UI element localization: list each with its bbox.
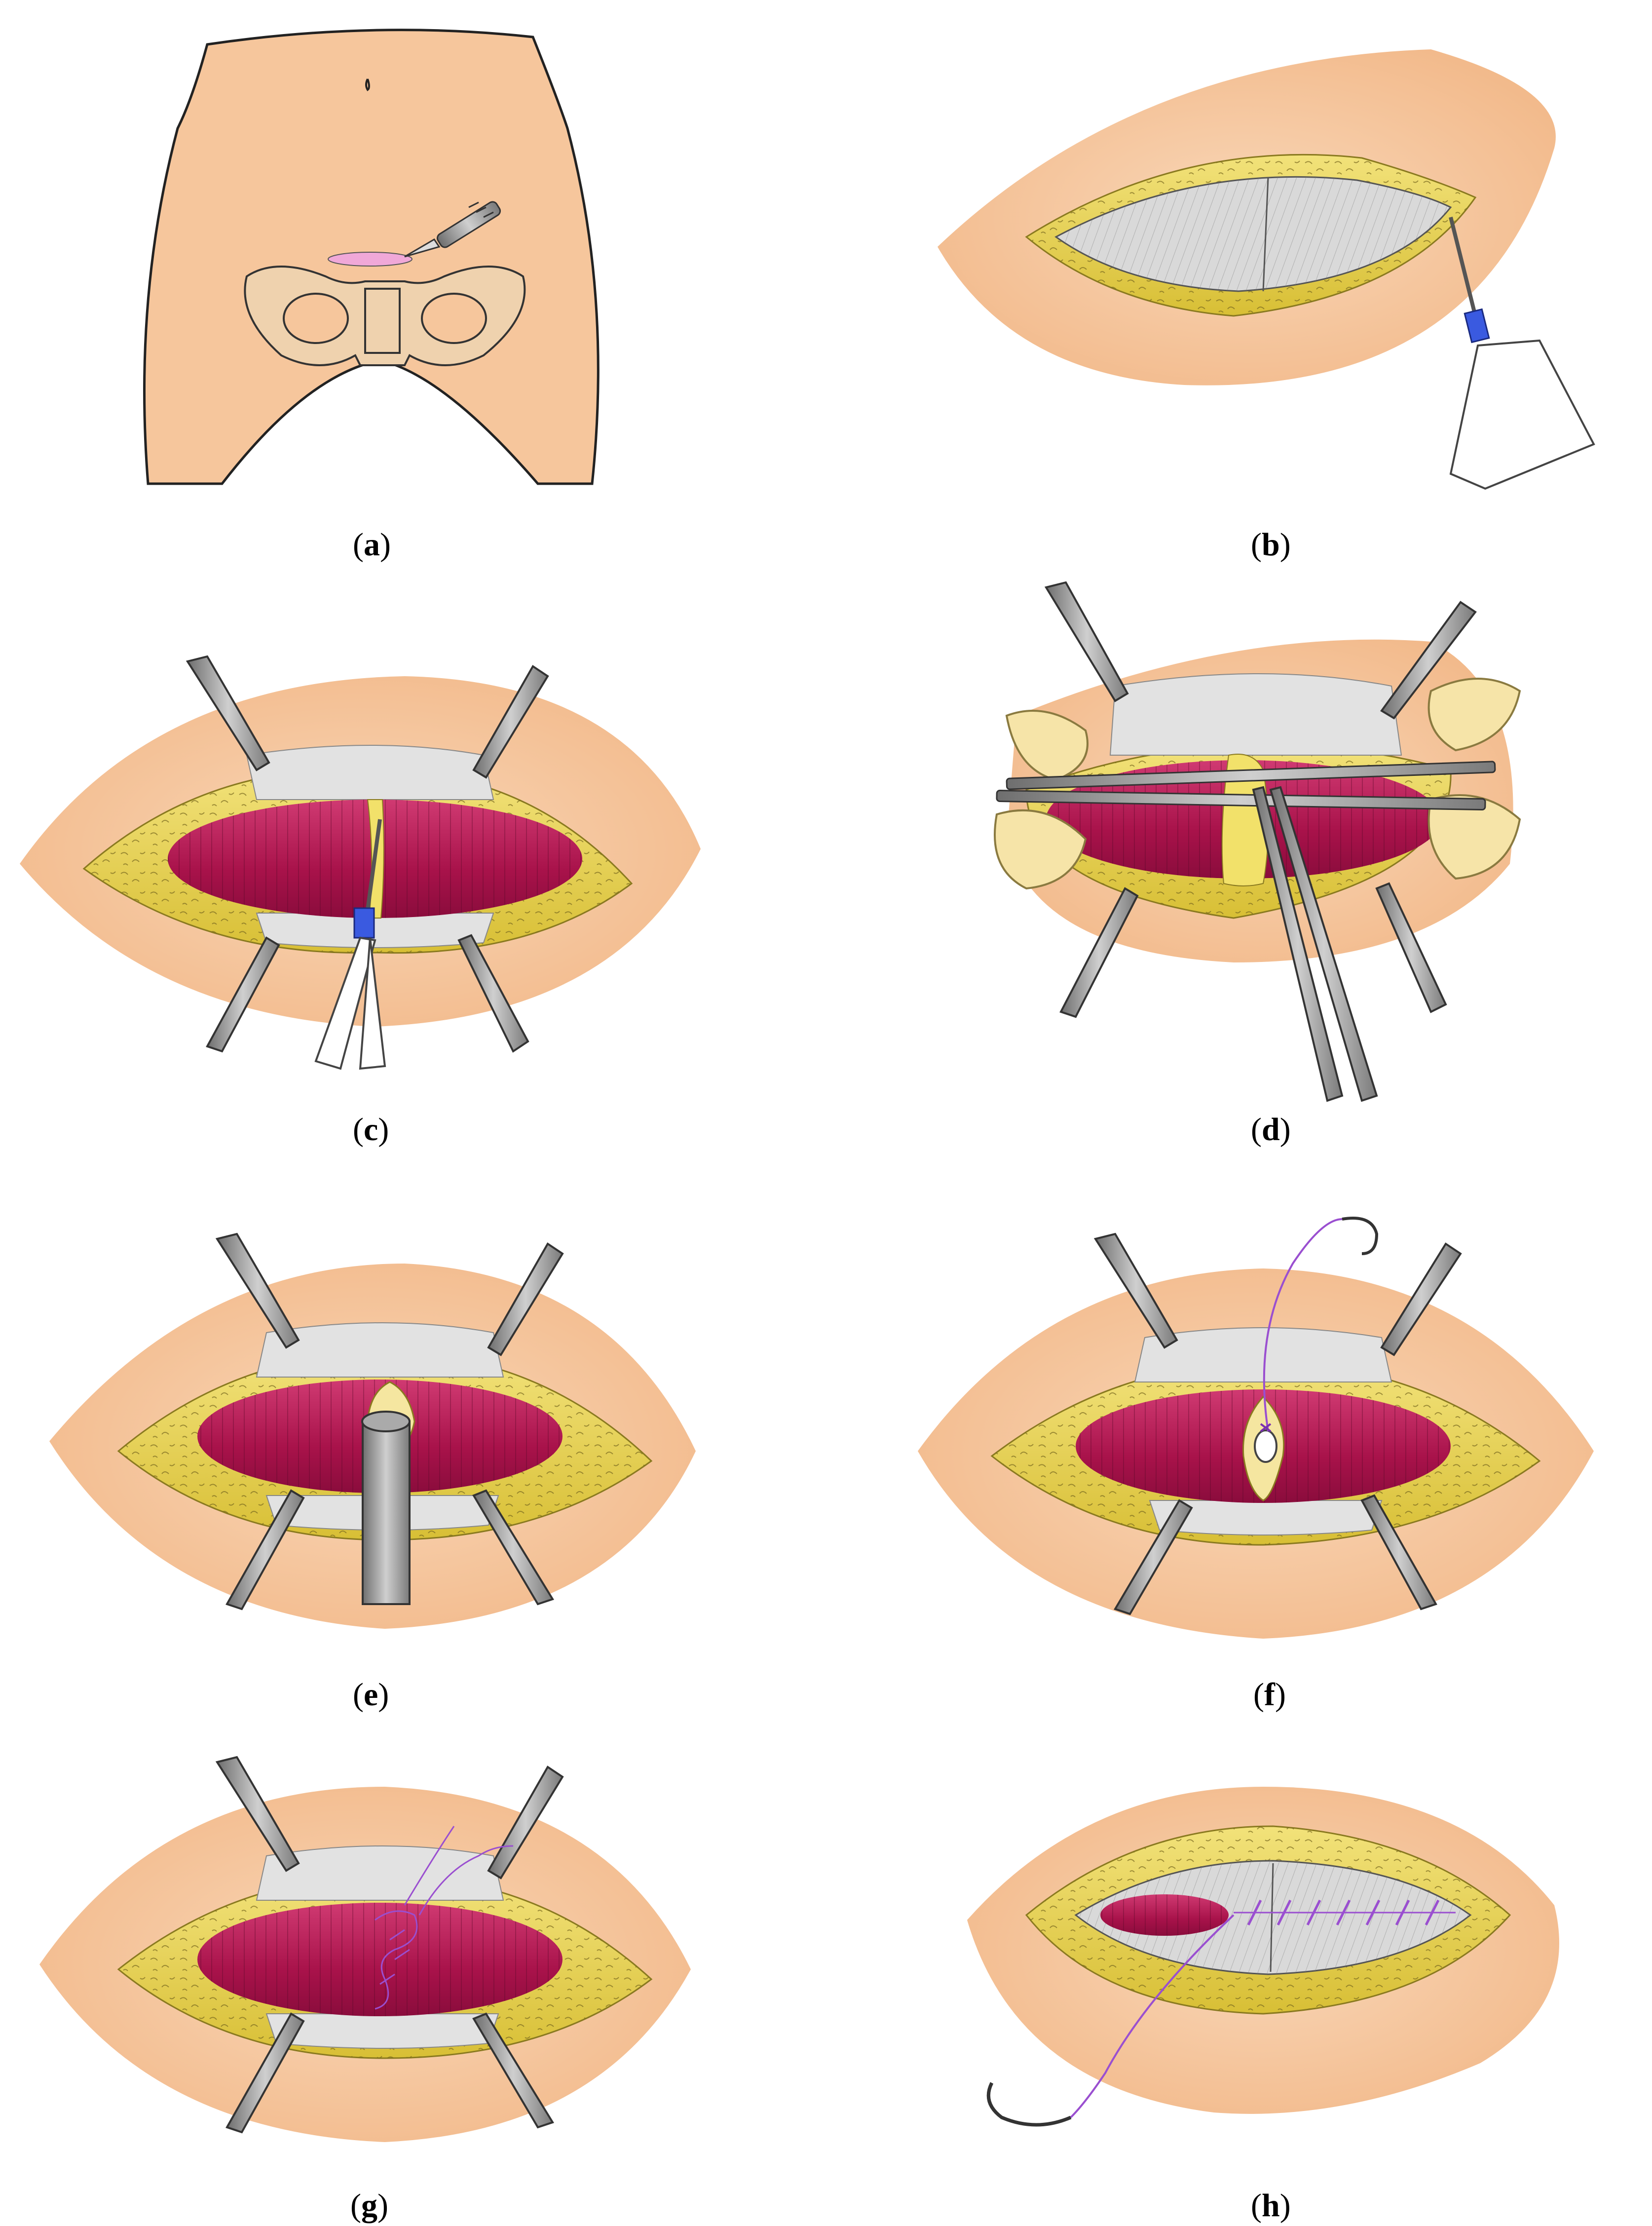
electrocautery-pen (1449, 217, 1595, 490)
panel-d (994, 581, 1521, 1102)
retracted-fascia (256, 1845, 504, 2049)
caption-letter-g: g (361, 2188, 377, 2224)
dissecting-forceps (1252, 786, 1378, 1102)
horizontal-clamps (996, 761, 1496, 811)
retracted-fascia (1134, 1327, 1392, 1535)
panel-b (938, 49, 1595, 490)
incision-mark (328, 252, 413, 267)
caption-b: (b) (1251, 527, 1291, 563)
suture-with-needle (1260, 1217, 1379, 1432)
fascia-sutures (1234, 1899, 1456, 1926)
panel-c (20, 655, 701, 1070)
split-fat-center (1221, 754, 1269, 886)
suture-with-needle (986, 1914, 1235, 2127)
panel-h (967, 1787, 1559, 2127)
navel (365, 78, 370, 91)
caption-h: (h) (1251, 2188, 1291, 2224)
linea-alba (1270, 1863, 1274, 1972)
panel-a (143, 29, 600, 485)
retractors (186, 655, 549, 1053)
linea-alba (1262, 177, 1269, 292)
caption-d: (d) (1251, 1112, 1291, 1148)
retractors (215, 1232, 564, 1611)
cannula-tube (361, 1411, 411, 1605)
retractors (1093, 1232, 1462, 1615)
retracted-fascia (1109, 673, 1402, 756)
panel-e (49, 1232, 696, 1629)
caption-letter-d: d (1262, 1112, 1280, 1148)
muscle-sutures (375, 1826, 514, 2010)
caption-letter-b: b (1262, 527, 1280, 563)
caption-a: (a) (353, 527, 391, 563)
caption-g: (g) (350, 2188, 388, 2224)
retractors (215, 1756, 564, 2134)
caption-letter-h: h (1262, 2188, 1280, 2224)
caption-letter-f: f (1264, 1677, 1276, 1713)
caption-letter-e: e (364, 1677, 378, 1713)
gauze-pads (994, 678, 1521, 890)
retractors (1044, 581, 1477, 1018)
panel-g (39, 1756, 691, 2142)
scalpel (404, 201, 501, 258)
pelvis-bone (244, 266, 526, 366)
caption-letter-c: c (364, 1112, 378, 1148)
caption-letter-a: a (364, 527, 380, 563)
caption-f: (f) (1253, 1677, 1286, 1713)
caption-e: (e) (353, 1677, 389, 1713)
caption-c: (c) (353, 1112, 389, 1148)
panel-f (918, 1217, 1594, 1639)
opening-ring (1254, 1429, 1277, 1463)
electrocautery-pen (314, 819, 386, 1070)
